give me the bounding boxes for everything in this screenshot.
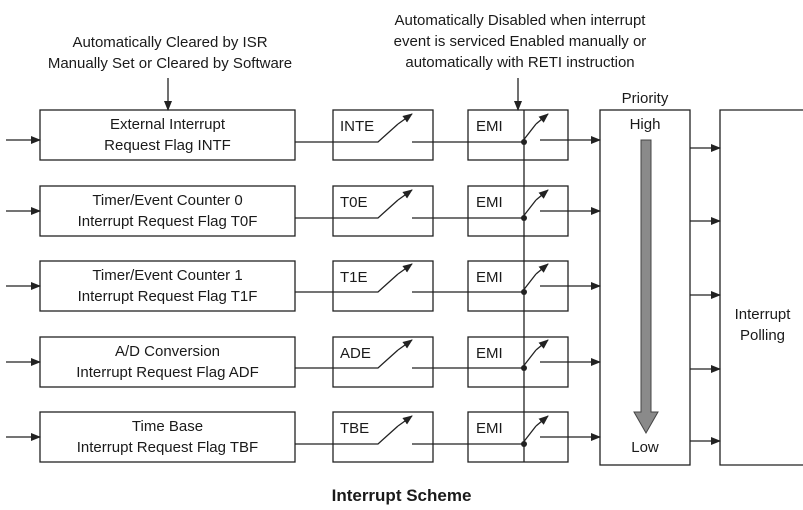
source-label-t0f: Timer/Event Counter 0 Interrupt Request … [77,192,258,230]
enable-label-tbe: TBE [340,420,370,437]
emi-label-1: EMI [476,118,503,135]
priority-high: High [629,116,661,133]
polling-box [719,109,803,466]
source-label-intf: External Interrupt Request Flag INTF [104,116,231,154]
emi-label-4: EMI [476,345,503,362]
emi-label-5: EMI [476,420,503,437]
isr-note: Automatically Cleared by ISR Manually Se… [47,34,293,72]
priority-arrow [633,139,659,435]
source-label-adf: A/D Conversion Interrupt Request Flag AD… [76,343,259,381]
source-box-intf [39,109,296,161]
emi-label-3: EMI [476,269,503,286]
enable-box-tbe [332,411,434,463]
enable-label-inte: INTE [340,118,375,135]
source-label-t1f: Timer/Event Counter 1 Interrupt Request … [77,267,258,305]
enable-label-ade: ADE [340,345,371,362]
source-label-tbf: Time Base Interrupt Request Flag TBF [76,418,259,456]
priority-low: Low [631,439,659,456]
emi-box-1 [467,109,569,161]
priority-title: Priority [621,90,669,107]
enable-box-t1e [332,260,434,312]
polling-label: Interrupt Polling [734,306,791,344]
enable-box-ade [332,336,434,388]
emi-note: Automatically Disabled when interrupt ev… [393,12,647,71]
enable-box-t0e [332,185,434,237]
enable-label-t0e: T0E [340,194,368,211]
enable-label-t1e: T1E [340,269,368,286]
enable-box-inte [332,109,434,161]
emi-label-2: EMI [476,194,503,211]
diagram-title: Interrupt Scheme [331,486,472,505]
